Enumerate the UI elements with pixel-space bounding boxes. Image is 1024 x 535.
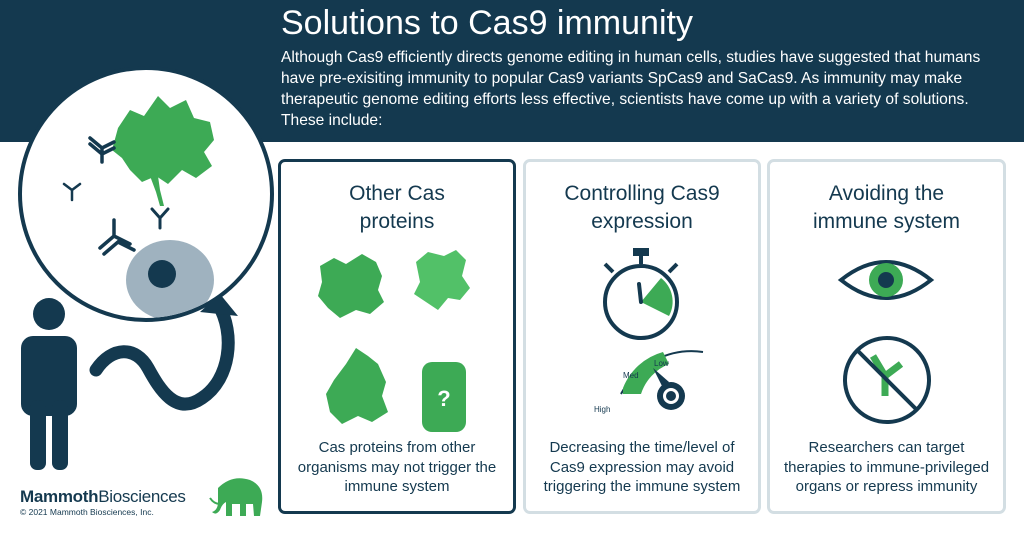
person-arrow-illustration (21, 294, 238, 470)
card-avoiding-immune-system: Avoiding the immune system Researchers c… (767, 159, 1006, 514)
logo-bold-text: Mammoth (20, 487, 99, 506)
card-description: Cas proteins from other organisms may no… (297, 439, 497, 495)
card-icons (603, 248, 704, 410)
gauge-label-med: Med (623, 371, 639, 380)
antibody-icon (98, 218, 136, 256)
mammoth-logo-icon (209, 478, 263, 516)
card-title: Other Cas proteins (349, 182, 445, 233)
no-antibody-icon (843, 336, 931, 424)
cas9-protein-icon (112, 96, 214, 206)
immune-illustration-circle (18, 66, 274, 322)
card-title: Avoiding the immune system (812, 182, 961, 233)
company-logo: MammothBiosciences (20, 487, 186, 507)
eye-icon (837, 260, 935, 300)
gauge-label-low: Low (654, 359, 669, 368)
copyright-text: © 2021 Mammoth Biosciences, Inc. (20, 507, 154, 517)
logo-regular-text: Biosciences (98, 487, 186, 506)
gauge-icon (620, 350, 704, 410)
svg-text:?: ? (437, 386, 450, 411)
protein-icon (318, 254, 384, 318)
intro-paragraph: Although Cas9 efficiently directs genome… (281, 49, 981, 129)
page-title: Solutions to Cas9 immunity (281, 4, 693, 42)
protein-icon (326, 348, 388, 424)
card-description: Decreasing the time/level of Cas9 expres… (543, 439, 741, 495)
card-other-cas-proteins: Other Cas proteins ? Cas proteins from o… (278, 159, 516, 514)
card-description: Researchers can target therapies to immu… (783, 439, 990, 495)
stopwatch-icon (603, 248, 679, 340)
antibody-icon (150, 207, 170, 230)
card-controlling-cas9-expression: Controlling Cas9 expression High Med Low… (523, 159, 761, 514)
protein-icon (414, 250, 470, 310)
immunity-scene-illustration (62, 96, 214, 318)
cell-icon (126, 240, 214, 318)
card-icons (837, 260, 935, 424)
curved-arrow-icon (89, 294, 238, 411)
card-title: Controlling Cas9 expression (564, 182, 720, 233)
card-icons: ? (318, 250, 470, 432)
gauge-label-high: High (594, 405, 611, 414)
antibody-icon (88, 136, 116, 164)
person-icon (21, 298, 77, 470)
unknown-protein-icon: ? (422, 362, 466, 432)
antibody-icon (62, 182, 82, 202)
